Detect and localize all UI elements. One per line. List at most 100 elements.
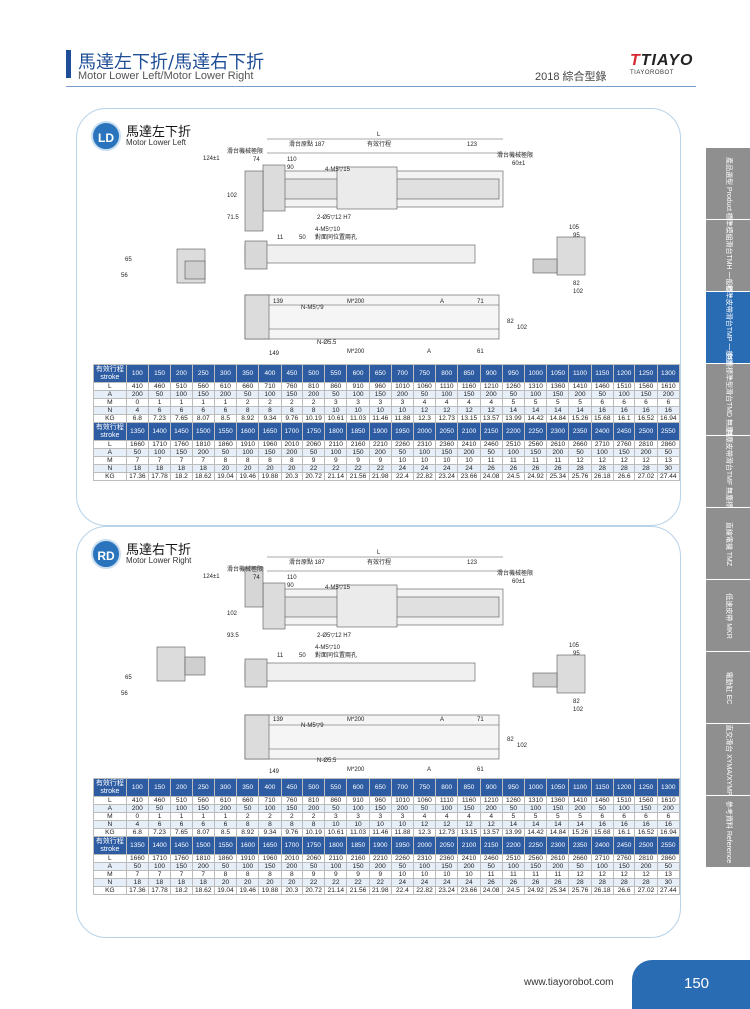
stroke-cell: 650	[368, 778, 392, 797]
table-cell: 200	[125, 804, 149, 813]
table-cell: 1460	[590, 382, 614, 391]
table-cell: 200	[125, 390, 149, 399]
header-divider	[66, 86, 696, 87]
stroke-cell: 1700	[280, 422, 304, 441]
table-cell: 150	[612, 862, 636, 871]
row-label: L	[93, 382, 127, 391]
table-cell: 14	[523, 406, 548, 415]
table-cell: 19.88	[258, 886, 282, 895]
table-cell: 6	[634, 812, 658, 821]
dim-label: 對面同位置兩孔	[315, 233, 357, 241]
table-cell: 14	[568, 820, 592, 829]
table-cell: 8	[236, 870, 260, 879]
catalog-year: 2018 綜合型錄	[535, 71, 607, 83]
sidenav-item[interactable]: 無塵標準型滑台TMD 無塵標準	[706, 352, 750, 447]
table-cell: 10	[457, 870, 481, 879]
table-cell: 1	[170, 398, 193, 407]
sidenav-item[interactable]: 產品選型 Product	[706, 148, 750, 219]
table-cell: 21.56	[346, 886, 370, 895]
stroke-cell: 500	[302, 778, 326, 797]
table-cell: 23.66	[457, 886, 481, 895]
sidenav-item[interactable]: 低速皮帶 MKR	[706, 580, 750, 651]
table-cell: 26	[546, 878, 570, 887]
table-cell: 6	[147, 406, 172, 415]
table-cell: 10.61	[324, 414, 348, 423]
table-cell: 2010	[280, 440, 304, 449]
table-cell: 11.03	[346, 414, 370, 423]
table-cell: 50	[213, 862, 238, 871]
table-cell: 1610	[656, 796, 681, 805]
table-cell: 50	[125, 448, 149, 457]
table-cell: 200	[302, 804, 326, 813]
table-cell: 25.76	[568, 886, 592, 895]
table-cell: 6	[634, 398, 658, 407]
table-cell: 24	[390, 464, 414, 473]
table-cell: 200	[280, 448, 304, 457]
sidenav-item[interactable]: 參考資料 Reference	[706, 796, 750, 867]
table-cell: 12	[479, 820, 503, 829]
table-cell: 7	[125, 870, 149, 879]
table-cell: 20	[258, 464, 282, 473]
stroke-cell: 1050	[546, 364, 570, 383]
stroke-cell: 150	[147, 364, 172, 383]
sidenav-item[interactable]: 電動缸 EC	[706, 652, 750, 723]
table-cell: 1310	[523, 796, 548, 805]
table-cell: 200	[457, 862, 481, 871]
table-cell: 860	[324, 382, 348, 391]
table-cell: 3	[346, 812, 370, 821]
table-cell: 5	[568, 398, 592, 407]
sidenav-item[interactable]: 直交滑台 XYMA/XYMP	[706, 724, 750, 795]
footer-url[interactable]: www.tiayorobot.com	[524, 977, 614, 988]
sidenav-item[interactable]: 標準模組滑台TMH 一般標準	[706, 212, 750, 299]
table-cell: 2010	[280, 854, 304, 863]
dim-label: N-M5▽9	[301, 723, 324, 729]
table-cell: 26.18	[590, 472, 614, 481]
table-cell: 50	[656, 448, 681, 457]
table-cell: 150	[546, 390, 570, 399]
stroke-cell: 1500	[191, 836, 215, 855]
table-cell: 22	[302, 878, 326, 887]
table-cell: 28	[634, 464, 658, 473]
dim-label: 139	[273, 717, 284, 723]
table-cell: 28	[590, 464, 614, 473]
table-cell: 150	[523, 862, 548, 871]
table-cell: 10	[324, 406, 348, 415]
table-cell: 10	[435, 870, 459, 879]
dim-label: A	[427, 349, 431, 355]
sidenav-item[interactable]: 無塵皮帶滑台TMF 無塵標準	[706, 428, 750, 515]
dim-label: 110	[287, 157, 297, 163]
stroke-cell: 450	[280, 364, 304, 383]
table-cell: 50	[390, 862, 414, 871]
dim-label: 102	[573, 707, 584, 713]
table-cell: 50	[590, 390, 614, 399]
table-cell: 7.65	[170, 828, 193, 837]
table-cell: 16	[612, 406, 636, 415]
dim-label: 90	[287, 583, 294, 589]
dim-label: 124±1	[203, 574, 220, 580]
table-cell: 150	[612, 448, 636, 457]
table-cell: 1	[191, 812, 215, 821]
table-cell: 17.78	[147, 472, 172, 481]
logo-text: TTIAYO	[630, 52, 694, 69]
sidenav-item[interactable]: 標準皮帶滑台TMP 一般標準	[706, 284, 750, 371]
row-label: N	[93, 820, 127, 829]
table-cell: 22	[324, 464, 348, 473]
table-cell: 11.46	[368, 414, 392, 423]
table-cell: 18	[191, 464, 215, 473]
table-cell: 8	[213, 870, 238, 879]
table-cell: 150	[368, 390, 392, 399]
table-cell: 10	[346, 820, 370, 829]
sidenav-item[interactable]: 直線電機 TMZ	[706, 508, 750, 579]
stroke-cell: 2450	[612, 836, 636, 855]
table-cell: 13.57	[479, 828, 503, 837]
table-cell: 100	[523, 390, 548, 399]
table-cell: 150	[191, 804, 215, 813]
sidenav-item-label: 電動缸 EC	[725, 671, 732, 704]
table-cell: 50	[125, 862, 149, 871]
table-cell: 4	[412, 398, 437, 407]
